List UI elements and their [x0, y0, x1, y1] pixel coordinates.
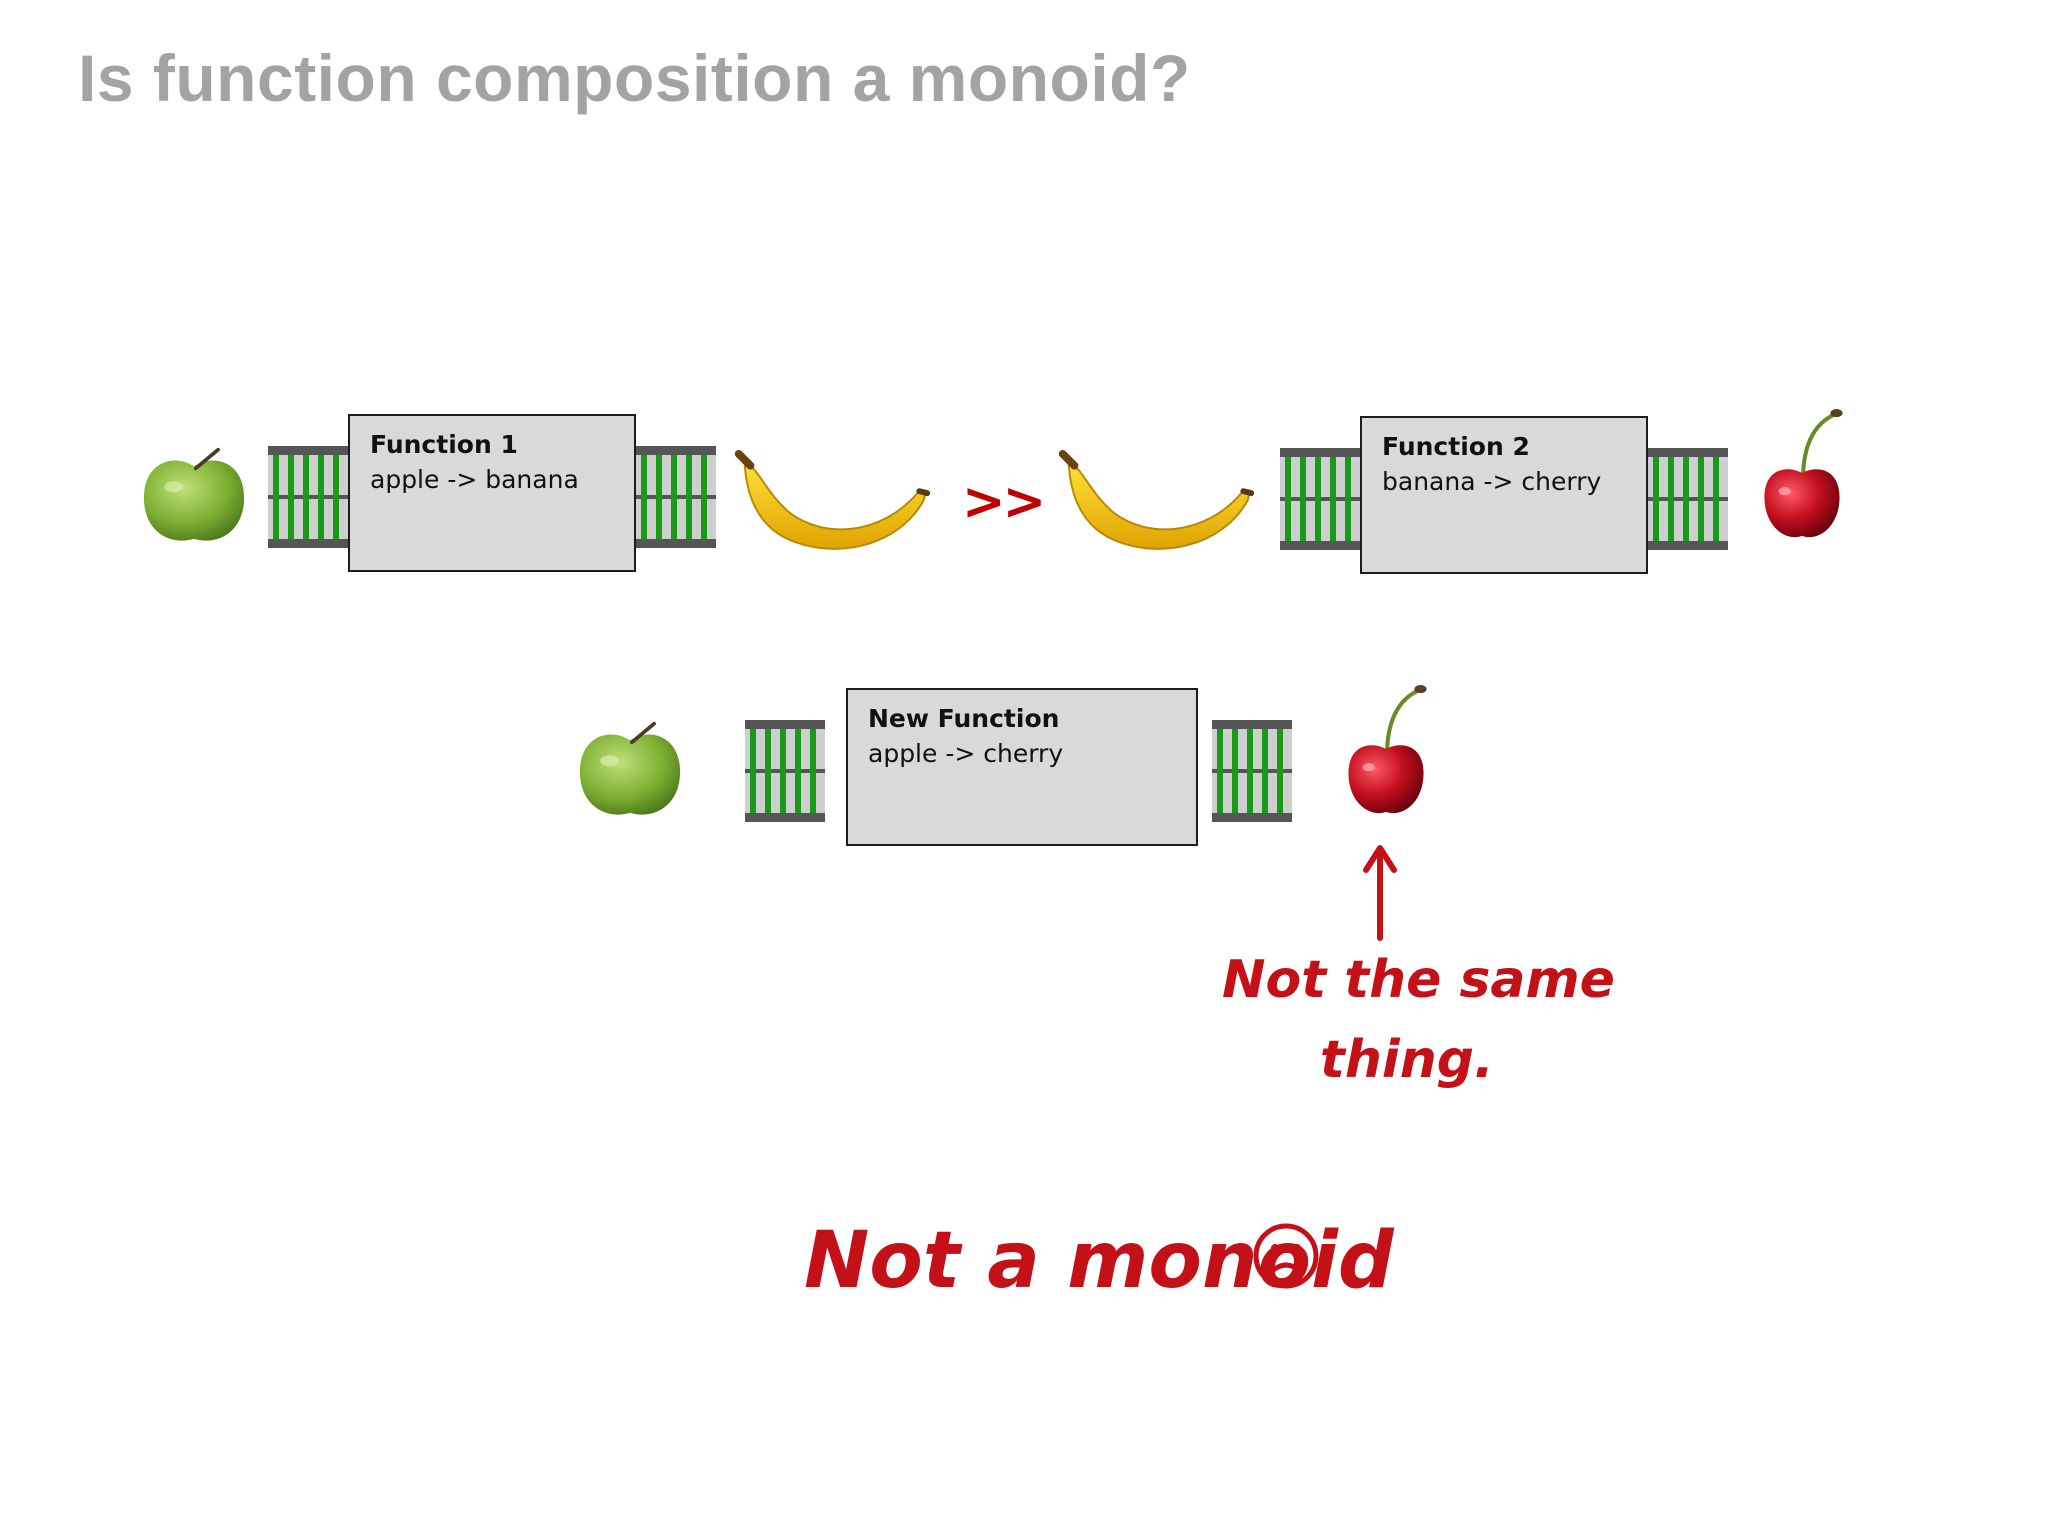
cherry-icon: [1340, 682, 1432, 824]
conveyor-icon: [1648, 448, 1728, 550]
cherry-icon: [1756, 406, 1848, 548]
verdict-text: Not a monoid: [804, 1216, 1394, 1306]
function-1-box: Function 1 apple -> banana: [348, 414, 636, 572]
arrow-up-icon: [1363, 845, 1397, 941]
apple-icon: [138, 446, 250, 548]
apple-icon: [574, 720, 686, 822]
conveyor-icon: [1198, 720, 1306, 822]
new-function-signature: apple -> cherry: [868, 739, 1064, 768]
banana-icon: [1056, 448, 1254, 556]
compose-operator: >>: [962, 472, 1046, 532]
conveyor-icon: [268, 446, 348, 548]
conveyor-icon: [724, 720, 846, 822]
function-1-name: Function 1: [370, 430, 518, 459]
new-function-name: New Function: [868, 704, 1060, 733]
new-function-box: New Function apple -> cherry: [846, 688, 1198, 846]
sad-face-icon: [1253, 1223, 1319, 1289]
conveyor-icon: [636, 446, 716, 548]
slide-title: Is function composition a monoid?: [78, 41, 1191, 115]
annotation-line-1: Not the same: [1222, 950, 1615, 1010]
function-1-signature: apple -> banana: [370, 465, 579, 494]
annotation-line-2: thing.: [1320, 1030, 1494, 1090]
function-2-signature: banana -> cherry: [1382, 467, 1602, 496]
function-2-name: Function 2: [1382, 432, 1530, 461]
banana-icon: [732, 448, 930, 556]
function-2-box: Function 2 banana -> cherry: [1360, 416, 1648, 574]
conveyor-icon: [1280, 448, 1360, 550]
